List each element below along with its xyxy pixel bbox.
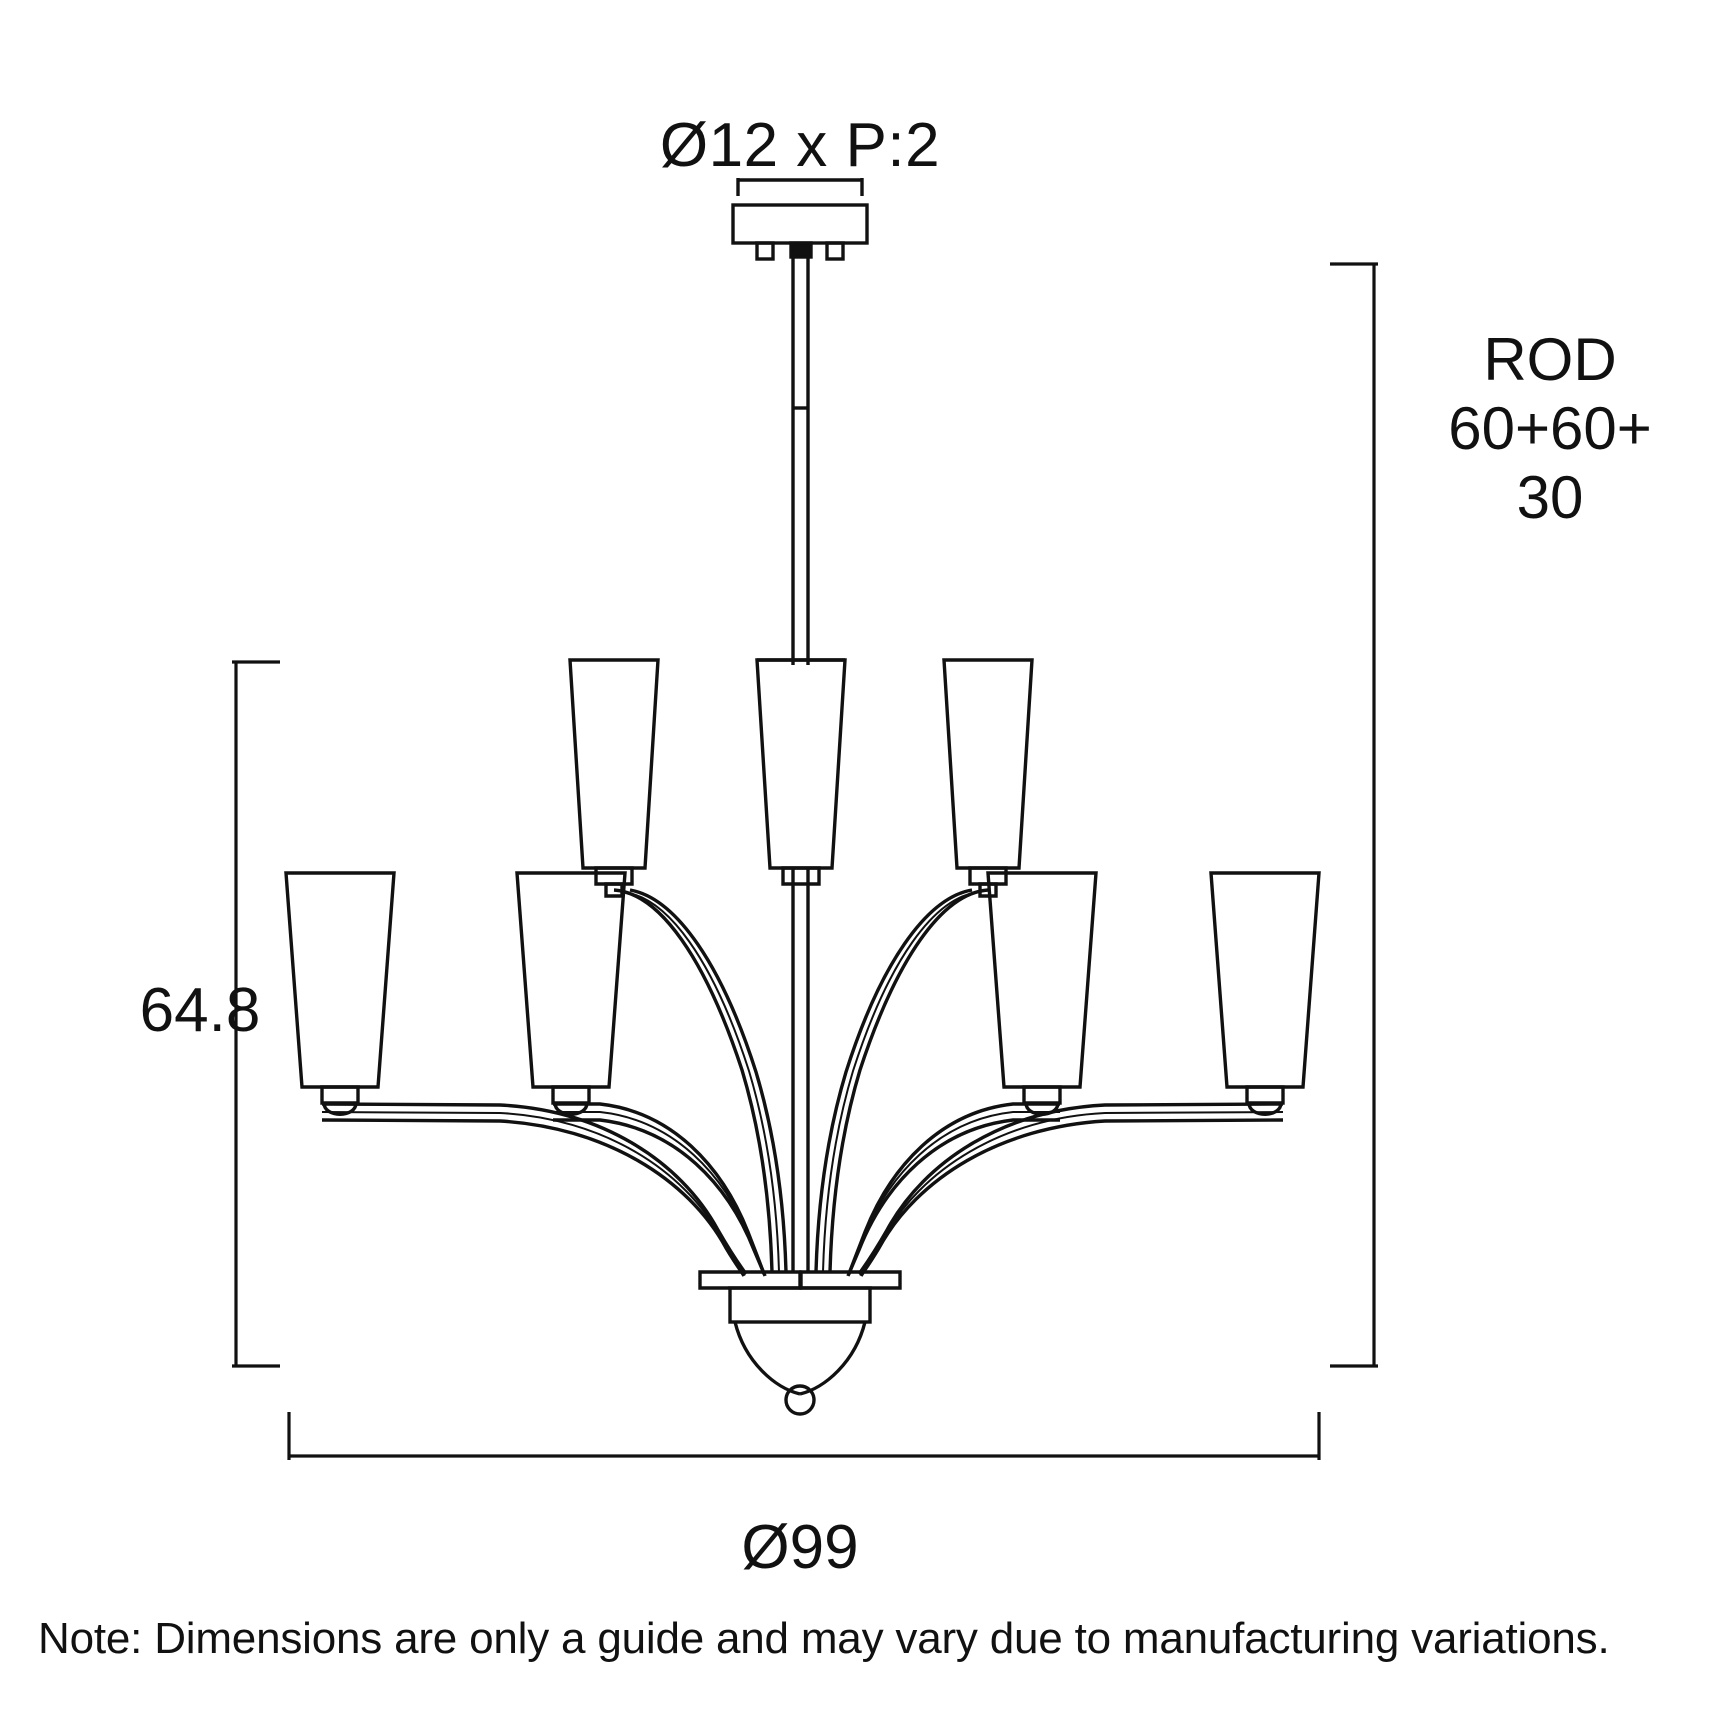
height-dimension-label: 64.8: [139, 976, 261, 1045]
arm-upper-right: [814, 888, 989, 1273]
height-dimension-line: [232, 660, 280, 1368]
arm-lower-left: [553, 1102, 767, 1277]
shade-lower-far-right: [1209, 871, 1321, 1089]
socket-lower-far-right: [1245, 1085, 1285, 1116]
socket-upper-center: [781, 866, 821, 886]
thread-spec-label: Ø12 x P:2: [659, 111, 941, 180]
arm-upper-left: [613, 888, 788, 1273]
rod-lengths-line-1: 60+60+: [1448, 395, 1652, 462]
ceiling-canopy: [731, 203, 869, 261]
diameter-dimension-label: Ø99: [741, 1513, 859, 1582]
disclaimer-note: Note: Dimensions are only a guide and ma…: [38, 1614, 1610, 1663]
arm-lower-far-right: [857, 1102, 1284, 1277]
shade-upper-left: [568, 658, 660, 870]
thread-dimension-bracket: [736, 178, 864, 196]
shade-upper-right: [942, 658, 1034, 870]
arm-lower-far-left: [321, 1102, 748, 1277]
shade-lower-far-left: [284, 871, 396, 1089]
rod-lengths-line-2: 30: [1516, 464, 1584, 531]
center-column: [791, 868, 810, 1272]
base-hub: [698, 1270, 902, 1416]
socket-lower-far-left: [320, 1085, 360, 1116]
suspension-rod: [791, 257, 810, 665]
shade-upper-center: [755, 658, 847, 870]
arm-lower-right: [846, 1102, 1060, 1277]
rod-title-text: ROD: [1483, 326, 1617, 393]
socket-lower-left: [551, 1085, 591, 1116]
shade-lower-left: [515, 871, 627, 1089]
diameter-dimension-line: [287, 1412, 1321, 1460]
rod-length-label: ROD 60+60+ 30: [1385, 325, 1712, 532]
shade-lower-right: [986, 871, 1098, 1089]
rod-dimension-line: [1330, 262, 1378, 1368]
